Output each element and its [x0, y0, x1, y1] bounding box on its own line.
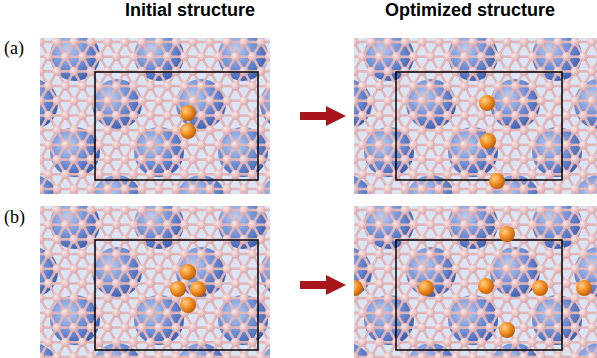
structure-panel	[40, 38, 270, 194]
structure-panel	[40, 206, 270, 358]
transition-arrow	[300, 275, 346, 295]
panel-label: (a)	[4, 38, 24, 59]
transition-arrow	[300, 106, 346, 126]
structure-panel	[354, 38, 597, 194]
column-heading: Initial structure	[125, 0, 255, 21]
column-heading: Optimized structure	[385, 0, 555, 21]
structure-panel	[354, 206, 597, 358]
panel-label: (b)	[4, 207, 25, 228]
